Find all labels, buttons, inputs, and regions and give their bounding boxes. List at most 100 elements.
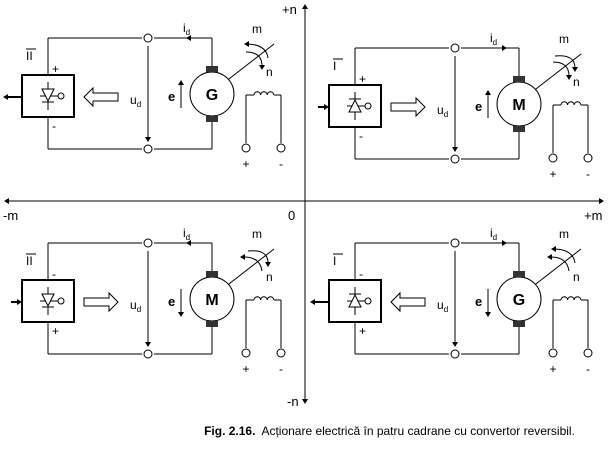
speed-arc [243,256,263,272]
field-minus: - [586,167,590,181]
voltage-label-sub: d [444,110,448,119]
terminal [143,144,153,154]
voltage-label: ud [437,298,448,314]
field-minus: - [586,362,590,376]
axis-label-minus-n: -n [287,394,299,409]
axis-label-origin: 0 [288,208,295,223]
speed-label: n [573,75,580,89]
polarity-top: + [52,62,59,76]
power-flow-arrow-icon [83,86,119,108]
torque-arrow-icon [244,41,249,47]
brush [513,321,525,327]
machine-label: G [513,292,525,309]
voltage-arrow-icon [145,137,151,142]
current-label-main: i [490,31,493,45]
coil [253,296,275,301]
terminal [143,238,153,248]
current-arrow-icon [186,240,191,246]
gate-circle [364,297,372,305]
gate-circle [364,102,372,110]
polarity-bottom: + [359,324,366,338]
field-plus: + [549,362,556,376]
current-label-main: i [183,21,186,35]
torque-label: m [559,32,569,46]
torque-label: m [252,22,262,36]
terminal [143,349,153,359]
regime-label: I [333,254,336,268]
figure-caption: Fig. 2.16.Acționare electrică în patru c… [0,424,609,438]
axis-label-plus-n: +n [282,2,297,17]
current-label: id [183,226,190,242]
field-terminal [583,348,593,358]
machine-label: M [512,97,525,114]
axes: +n-n-m+m0 [3,2,604,409]
machine-label: G [206,87,218,104]
thyristor-triangle [41,88,55,103]
coil [560,101,582,106]
brush [206,66,218,72]
voltage-label: ud [437,103,448,119]
field-winding-icon [245,296,282,348]
brush [513,271,525,277]
regime-label: I [333,59,336,73]
torque-label: m [559,227,569,241]
emf-arrow-icon [178,80,184,85]
machine-label: M [205,292,218,309]
field-plus: + [242,157,249,171]
speed-label: n [266,270,273,284]
shaft [224,43,275,83]
current-arrow-icon [502,45,507,51]
gate-circle [57,297,65,305]
torque-label: m [252,227,262,241]
current-label: id [490,31,497,47]
field-minus: - [279,362,283,376]
voltage-arrow-icon [452,147,458,152]
power-flow-arrow-icon [390,291,426,313]
terminal [450,238,460,248]
voltage-label-main: u [437,298,444,312]
power-flow-arrow-icon [83,291,119,313]
field-terminal [548,348,558,358]
emf-label: e [475,99,482,114]
gate-circle [57,92,65,100]
current-label: id [183,21,190,37]
brush [206,116,218,122]
terminal [450,349,460,359]
thyristor-icon [40,82,65,110]
emf-label: e [168,89,175,104]
current-arrow-icon [502,240,507,246]
voltage-label-main: u [130,93,137,107]
current-label-sub: d [186,233,190,242]
field-winding-icon [552,101,589,153]
power-flow-arrow-icon [390,96,426,118]
axis-arrow-icon [599,198,604,204]
polarity-bottom: + [52,324,59,338]
current-label-sub: d [493,38,497,47]
speed-label: n [266,65,273,79]
thyristor-triangle [348,293,362,308]
brush [206,271,218,277]
input-arrow-icon [17,299,22,305]
current-label-main: i [490,226,493,240]
polarity-top: - [359,267,363,281]
coil [253,91,275,96]
speed-arrow-icon [240,254,245,260]
polarity-bottom: - [52,119,56,133]
coil [560,296,582,301]
regime-label: II [26,49,33,63]
brush [513,76,525,82]
field-terminal [241,143,251,153]
voltage-label-main: u [437,103,444,117]
speed-arrow-icon [566,75,572,80]
caption-number: Fig. 2.16. [204,424,256,438]
voltage-arrow-icon [145,342,151,347]
speed-arrow-icon [547,254,552,260]
emf-arrow-icon [485,90,491,95]
terminal [450,43,460,53]
output-arrow-icon [310,299,315,305]
axis-arrow-icon [302,399,308,404]
polarity-bottom: - [359,129,363,143]
